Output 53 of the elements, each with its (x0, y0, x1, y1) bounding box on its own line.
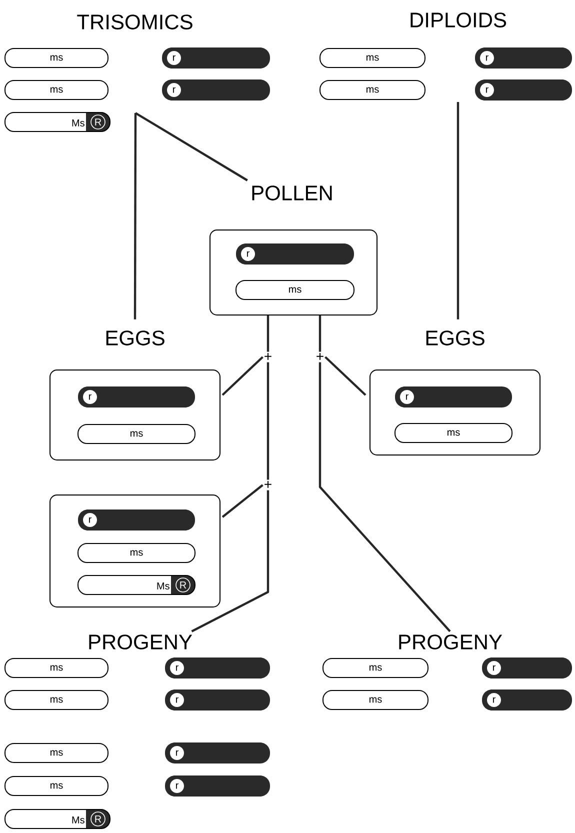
chromosome: r (475, 48, 572, 68)
chromosome: r (236, 244, 354, 264)
chromosome: r (162, 48, 270, 68)
chromosome: r (165, 658, 270, 678)
connector-line (222, 484, 264, 518)
chromosome: ms (320, 48, 426, 68)
connector-line (318, 316, 322, 352)
chromosome: Ms R (4, 112, 110, 132)
connector-line (191, 490, 270, 632)
chromosome: r (78, 386, 195, 408)
chromosome: r (482, 658, 572, 678)
chromosome: ms (320, 80, 426, 100)
heading: TRISOMICS (77, 14, 192, 30)
gamete-box (50, 494, 220, 608)
chromosome: r (162, 80, 270, 100)
connector-line (324, 356, 366, 396)
chromosome: ms (4, 658, 108, 678)
connector-line (222, 356, 264, 396)
cross-sign: + (264, 480, 272, 488)
chromosome: r (165, 690, 270, 710)
connector-line (266, 362, 270, 480)
chromosome: Ms R (4, 809, 110, 829)
chromosome: ms (394, 423, 512, 443)
heading: EGGS (426, 330, 484, 346)
connector-line (134, 113, 137, 320)
heading: PROGENY (89, 634, 192, 650)
heading: POLLEN (252, 186, 332, 200)
cross-sign: + (264, 352, 272, 360)
connector-line (134, 112, 248, 182)
chromosome: ms (236, 280, 354, 300)
chromosome: r (482, 690, 572, 710)
chromosome: r (475, 80, 572, 100)
chromosome: Ms R (78, 575, 196, 595)
heading: PROGENY (399, 634, 502, 650)
heading: EGGS (106, 330, 164, 346)
chromosome: r (165, 776, 270, 796)
chromosome: r (165, 742, 270, 764)
chromosome: r (395, 386, 512, 408)
connector-line (266, 316, 270, 352)
connector-line (456, 102, 460, 320)
chromosome: ms (4, 690, 108, 710)
chromosome: ms (4, 776, 108, 796)
chromosome: ms (78, 424, 196, 444)
chromosome: ms (322, 658, 428, 678)
chromosome: r (78, 510, 195, 530)
chromosome: ms (78, 543, 196, 563)
connector-line (318, 362, 451, 632)
chromosome: ms (4, 80, 108, 100)
chromosome: ms (4, 48, 108, 68)
heading: DIPLOIDS (410, 12, 506, 28)
cross-sign: + (316, 352, 324, 360)
chromosome: ms (4, 743, 108, 763)
chromosome: ms (322, 690, 428, 710)
